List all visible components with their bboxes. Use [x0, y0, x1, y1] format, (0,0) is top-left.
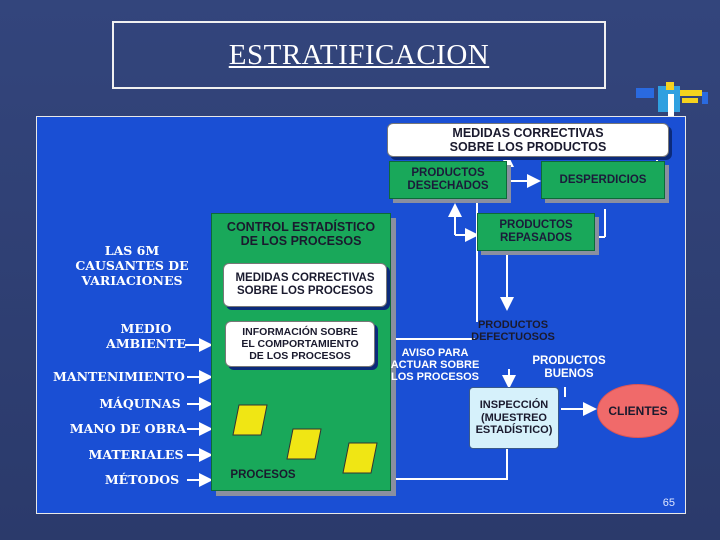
cause-maquinas: MÁQUINAS — [99, 396, 181, 411]
clientes-ellipse: CLIENTES — [597, 384, 679, 438]
decorative-logo-icon — [636, 82, 708, 118]
cause-medio-ambiente: MEDIO AMBIENTE — [106, 321, 186, 351]
medidas-procesos-box: MEDIDAS CORRECTIVAS SOBRE LOS PROCESOS — [223, 263, 387, 307]
causes-heading: LAS 6M CAUSANTES DE VARIACIONES — [75, 243, 189, 288]
medidas-productos-box: MEDIDAS CORRECTIVAS SOBRE LOS PRODUCTOS — [387, 123, 669, 157]
informacion-box: INFORMACIÓN SOBRE EL COMPORTAMIENTO DE L… — [225, 321, 375, 367]
cause-mantenimiento: MANTENIMIENTO — [53, 369, 185, 384]
procesos-label: PROCESOS — [230, 469, 296, 481]
slide-title: ESTRATIFICACION — [228, 38, 490, 71]
page-number: 65 — [662, 497, 675, 509]
process-step-icon — [286, 428, 322, 460]
desperdicios-box: DESPERDICIOS — [541, 161, 665, 199]
cause-metodos: MÉTODOS — [104, 472, 180, 487]
productos-buenos-label: PRODUCTOS BUENOS — [532, 355, 606, 380]
clientes-label: CLIENTES — [608, 404, 668, 418]
productos-repasados-box: PRODUCTOS REPASADOS — [477, 213, 595, 251]
aviso-label: AVISO PARA ACTUAR SOBRE LOS PROCESOS — [390, 347, 480, 383]
cause-materiales: MATERIALES — [88, 447, 184, 462]
productos-defectuosos-label: PRODUCTOS DEFECTUOSOS — [471, 319, 555, 343]
diagram-panel: LAS 6M CAUSANTES DE VARIACIONES MEDIO AM… — [36, 116, 686, 514]
inspeccion-box: INSPECCIÓN (MUESTREO ESTADÍSTICO) — [469, 387, 559, 449]
title-frame: ESTRATIFICACION — [112, 21, 606, 89]
process-step-icon — [342, 442, 378, 474]
process-step-icon — [232, 404, 268, 436]
cause-mano-de-obra: MANO DE OBRA — [69, 421, 187, 436]
control-estadistico-title: CONTROL ESTADÍSTICO DE LOS PROCESOS — [226, 220, 376, 248]
productos-desechados-box: PRODUCTOS DESECHADOS — [389, 161, 507, 199]
